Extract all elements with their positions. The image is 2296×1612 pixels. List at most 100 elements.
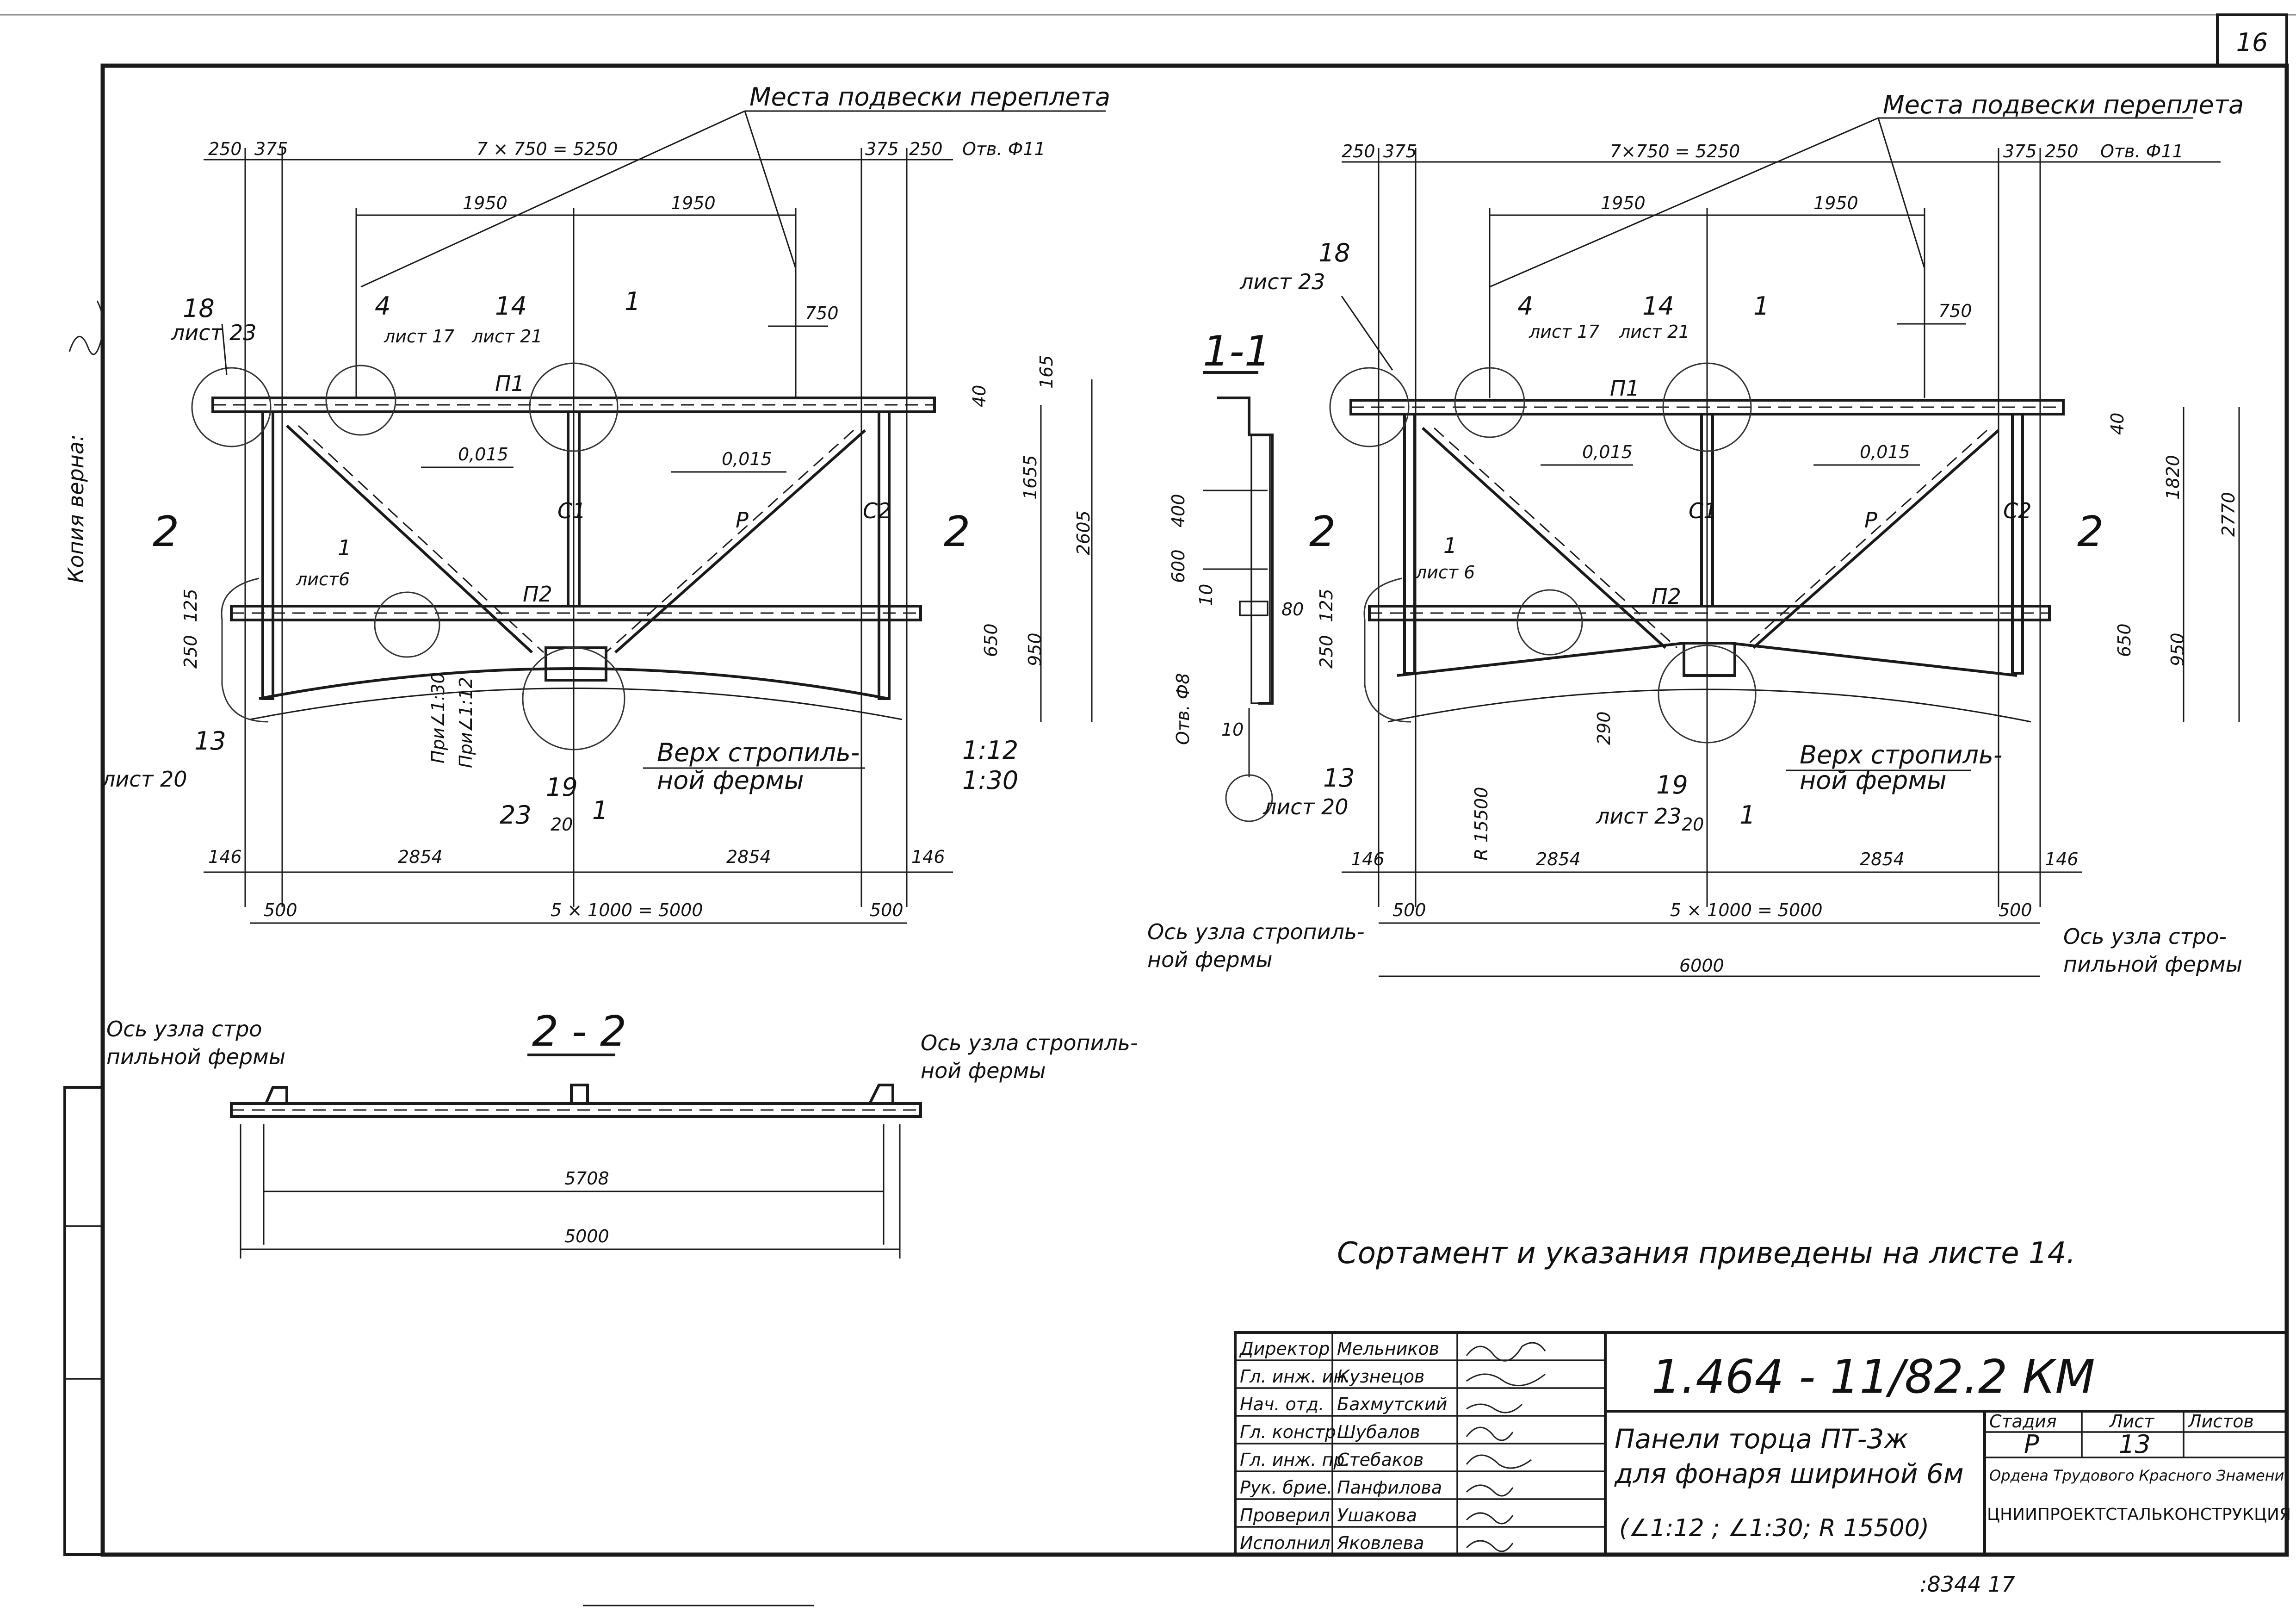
label-sheet6: лист6 <box>296 569 350 589</box>
post-c1 <box>1700 413 1714 608</box>
footer-mark: :8344 17 <box>1920 1572 2015 1597</box>
slope-a: 0,015 <box>458 444 508 465</box>
dim-5708: 5708 <box>564 1168 609 1189</box>
dim-1820: 1820 <box>2163 455 2183 500</box>
dim: 750 <box>1938 301 1972 321</box>
label-c2: С2 <box>863 498 891 523</box>
dim: 750 <box>805 303 839 323</box>
radius-15500: R 15500 <box>1471 787 1491 861</box>
axis-right-label: Ось узла стропиль- <box>921 1030 1138 1055</box>
role: Гл. инж. пр. <box>1240 1450 1350 1470</box>
slope-b: 0,015 <box>722 449 772 469</box>
dim-2605: 2605 <box>1073 510 1094 555</box>
label-18: 18 <box>183 294 215 323</box>
label-1: 1 <box>1443 533 1457 558</box>
org-line-1: Ордена Трудового Красного Знамени <box>1989 1467 2284 1484</box>
dim: 1950 <box>1601 193 1646 213</box>
sheets-header: Листов <box>2187 1411 2254 1432</box>
role: Проверил <box>1240 1505 1330 1525</box>
section-2-mark-left: 2 <box>153 508 179 556</box>
label-19: 19 <box>546 773 578 802</box>
label-p1: П1 <box>495 371 525 396</box>
slope-1-30: 1:30 <box>962 766 1018 795</box>
title-block: Директор Мельников Гл. инж. ин. Кузнецов… <box>1234 1331 2291 1556</box>
dim: 250 <box>2045 141 2079 161</box>
label-sheet17: лист 17 <box>384 326 454 347</box>
dim-950: 950 <box>2167 632 2188 666</box>
label-p1: П1 <box>1610 376 1640 401</box>
dim: 250 <box>208 139 242 159</box>
dim: 5 × 1000 = 5000 <box>551 900 703 920</box>
dim: 500 <box>1392 900 1426 920</box>
dim: 375 <box>2003 141 2037 161</box>
post-c2 <box>878 410 891 700</box>
axis-left-label-2: пильной фермы <box>106 1044 285 1069</box>
label-14: 14 <box>1642 291 1674 321</box>
section-2-mark-right: 2 <box>944 508 970 556</box>
label-13: 13 <box>194 726 226 756</box>
dim: 146 <box>1351 849 1385 869</box>
label-4: 4 <box>375 291 390 321</box>
dim: 500 <box>870 900 904 920</box>
dim: 2854 <box>726 847 771 867</box>
dim: 375 <box>1383 141 1417 161</box>
title-block-rows <box>1235 1359 1605 1528</box>
label-c1: С1 <box>1689 498 1717 523</box>
label-p2: П2 <box>1652 584 1681 609</box>
title-line-1: Панели торца ПТ-3ж <box>1615 1423 1908 1455</box>
page-number: 16 <box>2236 28 2268 57</box>
label-c1: С1 <box>557 498 586 523</box>
section-1-mark: 1 <box>1753 291 1769 321</box>
dim-6000: 6000 <box>1679 955 1724 976</box>
stage-value: Р <box>2024 1430 2039 1459</box>
role: Гл. инж. ин. <box>1240 1366 1350 1387</box>
left-callout-title: Места подвески переплета <box>749 82 1110 112</box>
dim: 146 <box>2045 849 2079 869</box>
copy-stamp-signature <box>68 300 104 355</box>
label-sheet20: лист 20 <box>101 767 187 792</box>
dim-10: 10 <box>1196 584 1216 606</box>
dim-950: 950 <box>1025 632 1045 666</box>
slope-b: 0,015 <box>1860 442 1910 462</box>
dim-2770: 2770 <box>2218 492 2239 537</box>
label-18: 18 <box>1318 238 1350 267</box>
role: Гл. констр <box>1240 1422 1336 1442</box>
name: Бахмутский <box>1337 1394 1447 1414</box>
label-sheet21: лист 21 <box>1619 322 1690 342</box>
label-sheet23: лист 23 <box>1239 269 1325 294</box>
title-line-2: для фонаря шириной 6м <box>1614 1458 1964 1489</box>
sheet-header: Лист <box>2109 1411 2155 1432</box>
top-truss-label: Верх стропиль- <box>657 738 860 767</box>
role: Исполнил <box>1240 1533 1331 1553</box>
label-sheet20: лист 20 <box>1262 794 1349 819</box>
dim: 1950 <box>463 193 507 213</box>
dim-1655: 1655 <box>1020 455 1040 500</box>
axis-right-label-2: ной фермы <box>921 1058 1046 1083</box>
dim: 500 <box>1999 900 2032 920</box>
dim: 2854 <box>398 847 443 867</box>
label-c2: С2 <box>2003 498 2031 523</box>
label-19: 19 <box>1656 770 1688 800</box>
dim-40: 40 <box>969 385 990 407</box>
section-1-mark-bottom: 1 <box>592 796 608 825</box>
dim: 146 <box>911 847 945 867</box>
section-1-mark: 1 <box>625 287 640 316</box>
label-sheet6: лист 6 <box>1415 562 1475 583</box>
dim: 5 × 1000 = 5000 <box>1670 900 1823 920</box>
top-truss-label-2: ной фермы <box>657 766 804 795</box>
dim-250: 250 <box>1316 635 1337 669</box>
dim-650: 650 <box>981 623 1001 657</box>
dim: 2854 <box>1860 849 1905 869</box>
dim-650: 650 <box>2114 623 2135 657</box>
label-4: 4 <box>1517 291 1533 321</box>
title-line-3: (∠1:12 ; ∠1:30; R 15500) <box>1619 1514 1929 1542</box>
role: Директор <box>1239 1339 1330 1359</box>
dim: 1950 <box>671 193 716 213</box>
post-c1 <box>567 410 581 608</box>
copy-stamp-label: Копия верна: <box>63 434 88 583</box>
name: Шубалов <box>1337 1422 1420 1442</box>
section-2-2-title: 2 - 2 <box>532 1007 626 1056</box>
dim-400: 400 <box>1168 494 1188 527</box>
axis-left-label-2: ной фермы <box>1147 947 1273 972</box>
